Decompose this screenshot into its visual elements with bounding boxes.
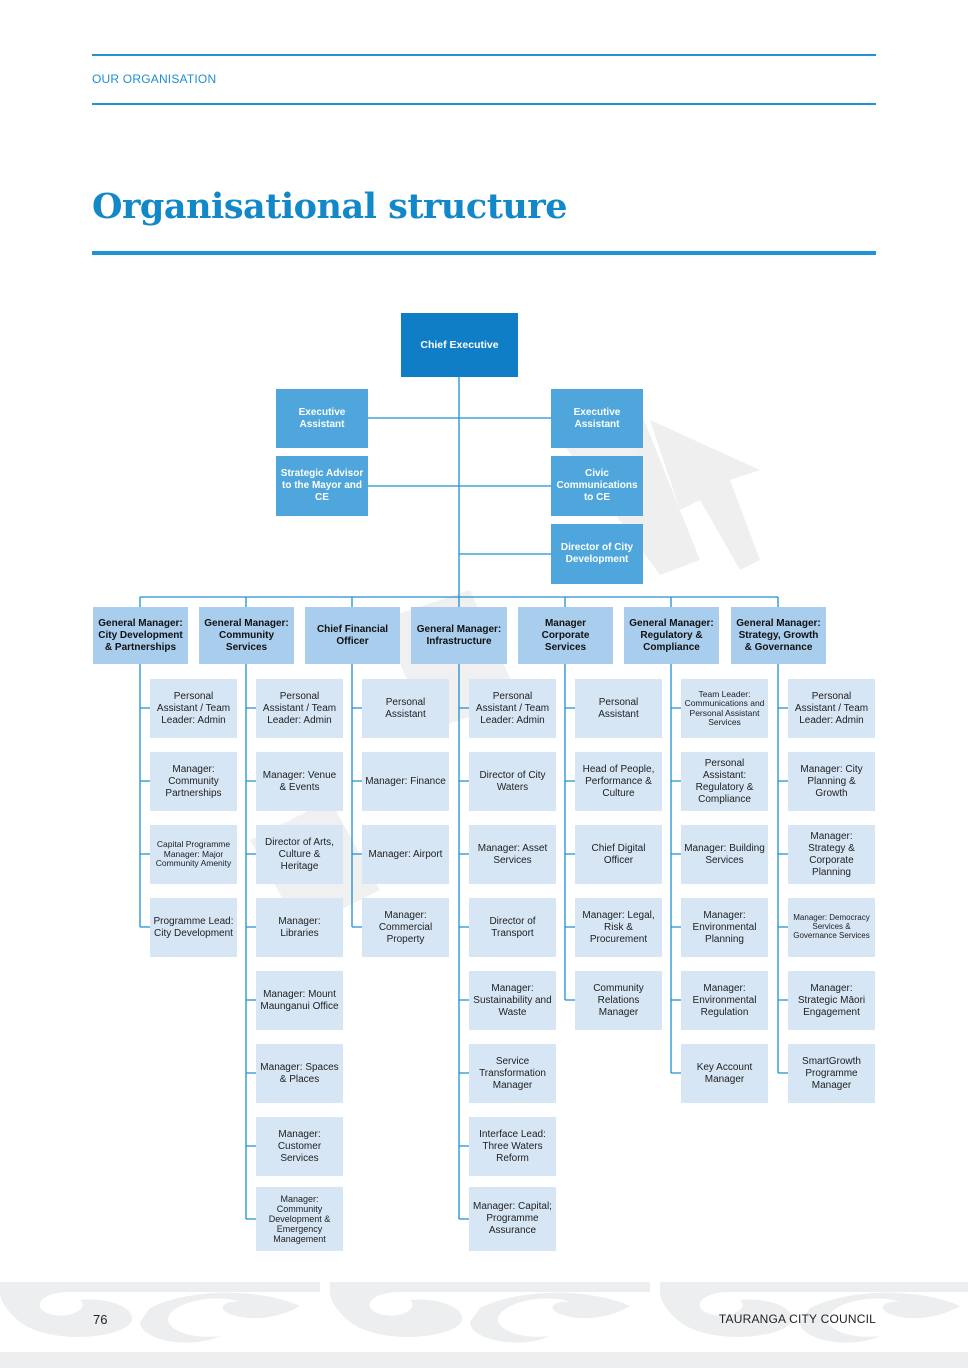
report-box: Programme Lead: City Development — [150, 898, 237, 957]
report-box: Manager: Customer Services — [256, 1117, 343, 1176]
report-box: Manager: Building Services — [681, 825, 768, 884]
executive-assistant-left-box: Executive Assistant — [276, 389, 368, 448]
report-box: Manager: City Planning & Growth — [788, 752, 875, 811]
division-head-strategy-growth-governance: General Manager: Strategy, Growth & Gove… — [731, 607, 826, 664]
report-box: Manager: Asset Services — [469, 825, 556, 884]
report-box: Manager: Strategic Māori Engagement — [788, 971, 875, 1030]
division-head-community-services: General Manager: Community Services — [199, 607, 294, 664]
title-rule — [92, 251, 876, 255]
report-box: Capital Programme Manager: Major Communi… — [150, 825, 237, 884]
footer-pattern — [0, 1282, 968, 1368]
report-box: Personal Assistant / Team Leader: Admin — [256, 679, 343, 738]
header-top-rule — [92, 54, 876, 56]
report-box: Manager: Commercial Property — [362, 898, 449, 957]
report-box: Manager: Capital; Programme Assurance — [469, 1187, 556, 1251]
report-box: Personal Assistant: Regulatory & Complia… — [681, 752, 768, 811]
footer-organisation-name: TAURANGA CITY COUNCIL — [718, 1312, 876, 1326]
report-box: Manager: Finance — [362, 752, 449, 811]
report-box: Chief Digital Officer — [575, 825, 662, 884]
report-box: Personal Assistant / Team Leader: Admin — [150, 679, 237, 738]
report-box: Manager: Community Development & Emergen… — [256, 1187, 343, 1251]
report-box: Director of Transport — [469, 898, 556, 957]
division-head-city-development: General Manager: City Development & Part… — [93, 607, 188, 664]
report-box: Manager: Environmental Planning — [681, 898, 768, 957]
report-box: Manager: Sustainability and Waste — [469, 971, 556, 1030]
report-box: Head of People, Performance & Culture — [575, 752, 662, 811]
report-box: Service Transformation Manager — [469, 1044, 556, 1103]
report-box: Team Leader: Communications and Personal… — [681, 679, 768, 738]
report-box: Interface Lead: Three Waters Reform — [469, 1117, 556, 1176]
report-box: Director of Arts, Culture & Heritage — [256, 825, 343, 884]
report-box: Personal Assistant / Team Leader: Admin — [788, 679, 875, 738]
report-box: Manager: Spaces & Places — [256, 1044, 343, 1103]
report-box: Manager: Strategy & Corporate Planning — [788, 825, 875, 884]
report-box: Community Relations Manager — [575, 971, 662, 1030]
civic-communications-box: Civic Communications to CE — [551, 456, 643, 516]
header-bottom-rule — [92, 103, 876, 105]
division-head-chief-financial-officer: Chief Financial Officer — [305, 607, 400, 664]
director-city-development-box: Director of City Development — [551, 524, 643, 584]
page-title: Organisational structure — [92, 186, 568, 227]
report-box: SmartGrowth Programme Manager — [788, 1044, 875, 1103]
report-box: Manager: Environmental Regulation — [681, 971, 768, 1030]
report-box: Personal Assistant / Team Leader: Admin — [469, 679, 556, 738]
report-box: Personal Assistant — [575, 679, 662, 738]
report-box: Manager: Democracy Services & Governance… — [788, 898, 875, 957]
report-box: Key Account Manager — [681, 1044, 768, 1103]
division-head-regulatory-compliance: General Manager: Regulatory & Compliance — [624, 607, 719, 664]
division-head-corporate-services: Manager Corporate Services — [518, 607, 613, 664]
report-box: Manager: Libraries — [256, 898, 343, 957]
strategic-advisor-box: Strategic Advisor to the Mayor and CE — [276, 456, 368, 516]
report-box: Manager: Airport — [362, 825, 449, 884]
page-number: 76 — [93, 1312, 108, 1327]
section-label: OUR ORGANISATION — [92, 72, 217, 86]
report-box: Personal Assistant — [362, 679, 449, 738]
report-box: Manager: Legal, Risk & Procurement — [575, 898, 662, 957]
executive-assistant-right-box: Executive Assistant — [551, 389, 643, 448]
chief-executive-box: Chief Executive — [401, 313, 518, 377]
report-box: Manager: Community Partnerships — [150, 752, 237, 811]
report-box: Manager: Venue & Events — [256, 752, 343, 811]
report-box: Director of City Waters — [469, 752, 556, 811]
division-head-infrastructure: General Manager: Infrastructure — [411, 607, 507, 664]
report-box: Manager: Mount Maunganui Office — [256, 971, 343, 1030]
